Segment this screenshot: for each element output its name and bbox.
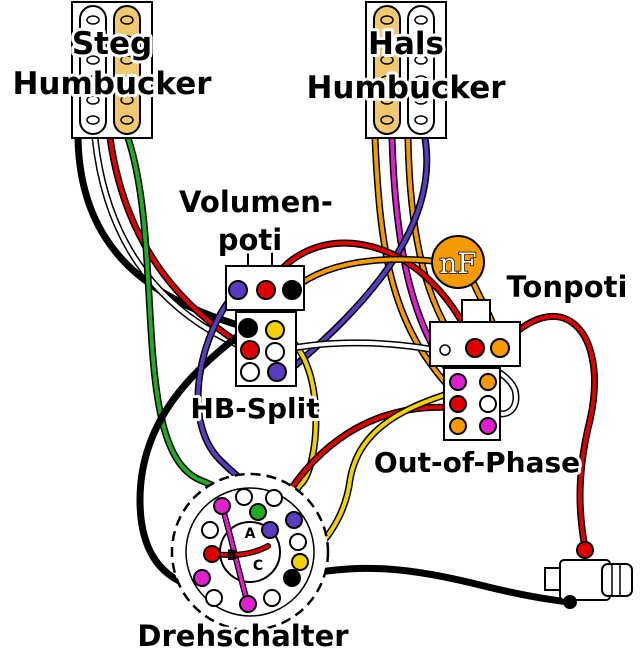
rotary-lug-12 — [263, 589, 281, 607]
rotary-lug-1 — [213, 497, 231, 515]
hb-split-lug-3 — [240, 340, 260, 360]
hb-split-lug-2 — [265, 320, 285, 340]
neck-pickup-label-line2: Humbucker — [306, 70, 506, 106]
rotary-lug-11 — [239, 595, 257, 613]
rotary-switch: A B C — [170, 472, 330, 632]
rotary-lug-13 — [291, 553, 309, 571]
rotary-lug-2 — [235, 488, 253, 506]
out-of-phase-label: Out-of-Phase — [374, 446, 580, 479]
oop-lug-6 — [479, 417, 497, 435]
rotary-lug-14 — [283, 569, 301, 587]
rotary-wafer-c: C — [253, 558, 263, 574]
rotary-lug-6 — [261, 521, 279, 539]
bridge-pickup-label-line1: Steg — [72, 26, 152, 62]
neck-bobbin-1 — [373, 5, 401, 135]
rotary-lug-3 — [249, 503, 267, 521]
volume-pot-lugs — [228, 280, 302, 300]
output-jack — [544, 541, 633, 609]
rotary-lug-15 — [289, 533, 307, 551]
oop-lug-5 — [449, 417, 467, 435]
hb-split-lug-4 — [265, 342, 285, 362]
volume-lug-3 — [282, 280, 302, 300]
volume-lug-1 — [228, 280, 248, 300]
neck-bobbin-2 — [407, 5, 435, 135]
tone-pot — [429, 299, 521, 367]
rotary-wafer-a: A — [245, 526, 256, 542]
bridge-bobbin-2 — [113, 5, 141, 135]
hb-split-lug-5 — [240, 362, 260, 382]
tone-lug-1 — [465, 338, 485, 358]
bridge-humbucker — [71, 1, 153, 139]
volume-pot-label-line2: poti — [218, 223, 283, 257]
volume-lug-2 — [256, 280, 276, 300]
bridge-bobbin-1 — [79, 5, 107, 135]
rotary-lug-4 — [265, 489, 283, 507]
rotary-lug-7 — [201, 521, 219, 539]
oop-lug-1 — [449, 373, 467, 391]
volume-pot-label-line1: Volumen- — [179, 185, 333, 219]
hb-split-label: HB-Split — [190, 392, 319, 425]
rotary-lug-10 — [205, 589, 223, 607]
capacitor: nF — [431, 235, 485, 289]
neck-pickup-label-line1: Hals — [368, 26, 444, 62]
jack-tip-lug — [576, 541, 594, 559]
rotary-switch-lugs — [193, 488, 309, 613]
tone-pot-label: Tonpoti — [507, 270, 628, 304]
rotary-switch-label: Drehschalter — [137, 619, 349, 653]
neck-humbucker — [365, 1, 447, 139]
oop-lug-2 — [479, 373, 497, 391]
hb-split-lug-6 — [267, 362, 287, 382]
hb-split-lug-1 — [238, 318, 258, 338]
capacitor-label: nF — [439, 247, 476, 280]
oop-lug-3 — [449, 395, 467, 413]
rotary-lug-8 — [203, 545, 221, 563]
out-of-phase-switch — [443, 367, 501, 441]
rotary-lug-5 — [285, 511, 303, 529]
rotary-lug-9 — [193, 569, 211, 587]
rotary-wafer-b: B — [227, 548, 238, 564]
wires — [74, 134, 598, 606]
bridge-pickup-label-line2: Humbucker — [12, 66, 212, 102]
bridge-wires — [74, 134, 263, 516]
tone-lug-2 — [490, 338, 510, 358]
hb-split-switch — [235, 311, 297, 387]
oop-lug-4 — [479, 395, 497, 413]
jack-sleeve-lug — [563, 595, 577, 609]
